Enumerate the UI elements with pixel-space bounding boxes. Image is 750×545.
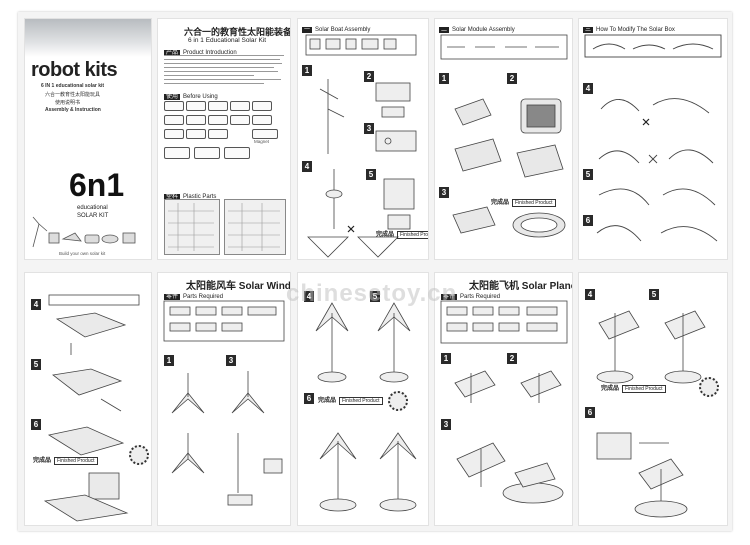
step-5: 5 bbox=[649, 289, 659, 300]
sun-icon bbox=[129, 445, 149, 465]
parts-sprue-2 bbox=[224, 199, 286, 255]
solar-boat-diagrams bbox=[305, 34, 417, 258]
cover-sky-image bbox=[25, 19, 151, 57]
cover-6in1: 6n1 bbox=[69, 167, 125, 203]
sun-icon bbox=[388, 391, 408, 411]
windmill-diagrams bbox=[163, 300, 285, 506]
step-4: 4 bbox=[302, 161, 312, 172]
sprue-grid bbox=[168, 203, 280, 251]
cover-solar-kit: SOLAR KIT bbox=[77, 213, 109, 219]
windmill-title: 太阳能风车 Solar Windmill bbox=[186, 281, 291, 292]
solar-module-diagrams bbox=[440, 34, 568, 238]
step-6: 6 bbox=[304, 393, 314, 404]
cover-educational: educational bbox=[77, 205, 108, 211]
step-3: 3 bbox=[226, 355, 236, 366]
step-6: 6 bbox=[31, 419, 41, 430]
step-3: 3 bbox=[364, 123, 374, 134]
how-to-diagrams bbox=[584, 34, 722, 242]
watermark: chinesetoy.cn bbox=[286, 280, 458, 307]
cover-robot-illustrations bbox=[32, 216, 136, 248]
plane-title: 太阳能飞机 Solar Plane bbox=[469, 281, 573, 292]
step-5: 5 bbox=[31, 359, 41, 370]
step-4: 4 bbox=[304, 291, 314, 302]
cover-line1: 6 IN 1 educational solar kit bbox=[41, 83, 105, 89]
step-1: 1 bbox=[302, 65, 312, 76]
cover-line4: Assembly & Instruction bbox=[45, 107, 101, 113]
step-4: 4 bbox=[31, 299, 41, 310]
step-6: 6 bbox=[583, 215, 593, 226]
step-4: 4 bbox=[583, 83, 593, 94]
cover-panel: robot kits 6 IN 1 educational solar kit … bbox=[24, 18, 152, 260]
instruction-sheet: robot kits 6 IN 1 educational solar kit … bbox=[18, 12, 732, 531]
sun-icon bbox=[699, 377, 719, 397]
step-5: 5 bbox=[370, 291, 380, 302]
cover-line2: 六合一教育性太阳能玩具 bbox=[45, 92, 101, 98]
step-4: 4 bbox=[585, 289, 595, 300]
step-5: 5 bbox=[583, 169, 593, 180]
step-1: 1 bbox=[439, 73, 449, 84]
step-2: 2 bbox=[507, 353, 517, 364]
robot-step-diagrams bbox=[43, 294, 140, 522]
intro-title-cn: 六合一的教育性太阳能装备 bbox=[184, 27, 291, 37]
magnet-tag: Magnet bbox=[254, 139, 270, 144]
cover-caption: Build your own solar kit bbox=[59, 251, 106, 256]
cover-title: robot kits bbox=[31, 59, 118, 81]
step-5: 5 bbox=[366, 169, 376, 180]
step-3: 3 bbox=[439, 187, 449, 198]
step-6: 6 bbox=[585, 407, 595, 418]
plane-diagrams bbox=[440, 300, 568, 504]
parts-sprue-1 bbox=[164, 199, 220, 255]
cover-line3: 使用说明书 bbox=[55, 100, 81, 106]
intro-panel: 六合一的教育性太阳能装备 6 in 1 Educational Solar Ki… bbox=[157, 18, 291, 260]
step-3: 3 bbox=[441, 419, 451, 430]
step-2: 2 bbox=[364, 71, 374, 82]
step-2: 2 bbox=[507, 73, 517, 84]
step-1: 1 bbox=[164, 355, 174, 366]
step-1: 1 bbox=[441, 353, 451, 364]
plane-step-diagrams bbox=[596, 310, 706, 518]
windmill-step-diagrams bbox=[315, 302, 417, 512]
intro-title-en: 6 in 1 Educational Solar Kit bbox=[188, 37, 267, 44]
